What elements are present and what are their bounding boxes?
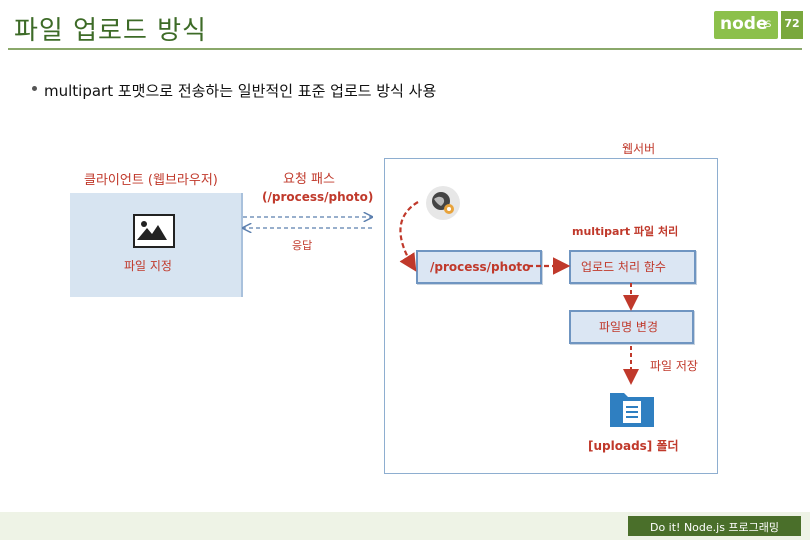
page-number-badge (781, 11, 803, 39)
page-number: 72 (784, 17, 800, 30)
request-label: 요청 패스 (283, 172, 335, 187)
folder-icon-graphic (610, 393, 654, 427)
nodejs-logo-sub: JS (763, 20, 772, 30)
image-icon-graphic (137, 221, 167, 240)
footer-badge (628, 516, 801, 536)
globe-gear-icon (426, 186, 460, 220)
bullet-icon (32, 86, 37, 91)
client-label: 클라이언트 (웹브라우저) (84, 173, 218, 188)
client-action-label: 파일 지정 (124, 259, 172, 273)
title-divider (8, 48, 802, 50)
route-box: /process/photo (416, 250, 542, 284)
globe-to-route-arrow (399, 201, 419, 272)
multipart-label: multipart 파일 처리 (572, 225, 679, 238)
bullet-text: multipart 포맷으로 전송하는 일반적인 표준 업로드 방식 사용 (44, 82, 437, 100)
rename-box: 파일명 변경 (569, 310, 694, 344)
nodejs-logo (714, 11, 778, 39)
request-path-label: (/process/photo) (262, 190, 374, 204)
save-label: 파일 저장 (650, 359, 698, 373)
nodejs-logo-text: node (720, 14, 768, 34)
server-label: 웹서버 (622, 142, 656, 156)
folder-icon (608, 385, 656, 429)
page-title: 파일 업로드 방식 (14, 16, 207, 46)
footer-text: Do it! Node.js 프로그래밍 (649, 521, 780, 534)
globe-icon-graphic (432, 192, 454, 214)
image-file-icon (133, 214, 175, 248)
response-label: 응답 (292, 239, 313, 252)
upload-handler-box: 업로드 처리 함수 (569, 250, 696, 284)
folder-label: [uploads] 폴더 (588, 439, 679, 453)
